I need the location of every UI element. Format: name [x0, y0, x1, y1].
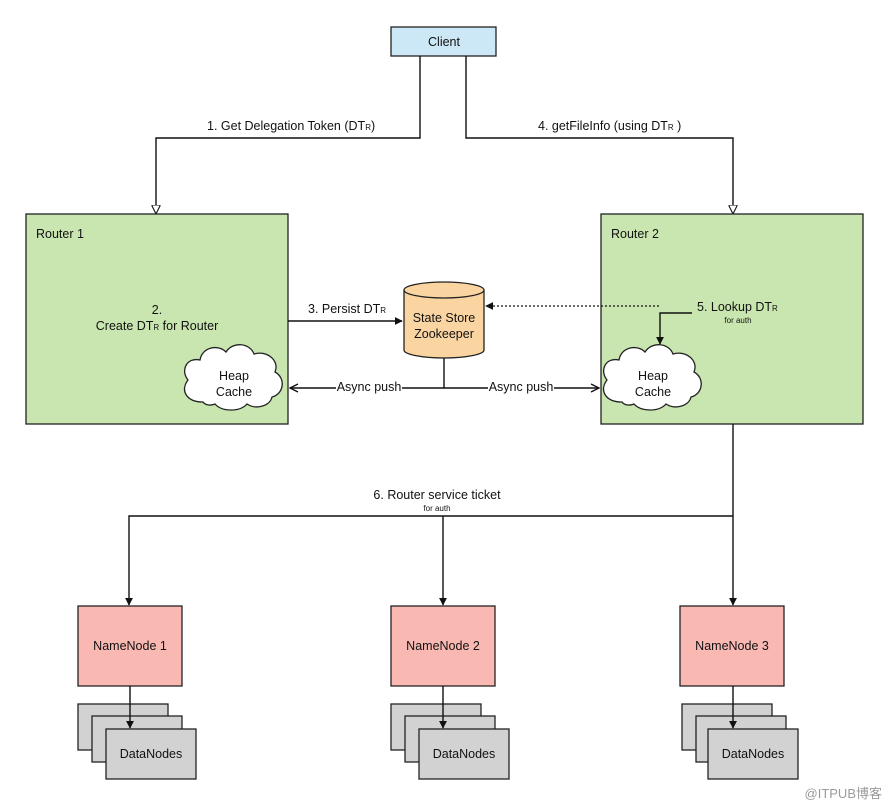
edge-get-file-info: 4. getFileInfo (using DTR )	[465, 56, 733, 213]
async-push-right-label-bg	[488, 379, 554, 394]
edge-ticket-note: for auth	[423, 504, 450, 513]
edge-persist-label: 3. Persist DTR	[308, 302, 386, 316]
namenode-group-2: NameNode 2 DataNodes	[390, 605, 510, 780]
datanode-3-card-front	[707, 728, 799, 780]
edge-get-token-label: 1. Get Delegation Token (DTR)	[207, 119, 375, 133]
router-2: Router 2 Heap Cache 5. Lookup DTR for au…	[600, 213, 864, 425]
router-1-title: Router 1	[36, 227, 84, 241]
watermark: @ITPUB博客	[805, 786, 882, 801]
namenode-group-3: NameNode 3 DataNodes	[679, 605, 799, 780]
namenode-2-box	[390, 605, 496, 687]
client-box	[390, 26, 497, 57]
datanode-2-label: DataNodes	[433, 747, 496, 761]
edge-get-file-line	[465, 56, 733, 213]
namenode-1-label: NameNode 1	[93, 639, 167, 653]
state-store: State Store Zookeeper	[403, 281, 485, 359]
namenode-group-1: NameNode 1 DataNodes	[77, 605, 197, 780]
edge-get-delegation-token: 1. Get Delegation Token (DTR)	[156, 56, 421, 213]
router-2-cache-cloud-icon	[602, 344, 702, 411]
namenode-2-label: NameNode 2	[406, 639, 480, 653]
edge-get-file-label: 4. getFileInfo (using DTR )	[538, 119, 681, 133]
router-2-cache-line2: Cache	[635, 385, 671, 399]
router-2-lookup-label: 5. Lookup DTR	[697, 300, 778, 314]
datanode-1-label: DataNodes	[120, 747, 183, 761]
router-1-cache-cloud-icon	[183, 344, 283, 411]
datanode-3-label: DataNodes	[722, 747, 785, 761]
async-push-left-label: Async push	[337, 380, 402, 394]
router-2-title: Router 2	[611, 227, 659, 241]
edge-ticket-label: 6. Router service ticket	[373, 488, 501, 502]
datanode-1-card-front	[105, 728, 197, 780]
client-label: Client	[428, 35, 460, 49]
edge-async-push: Async push Async push	[290, 358, 599, 394]
router-1: Router 1 2. Create DTR for Router Heap C…	[25, 213, 289, 425]
router-1-step-number: 2.	[152, 303, 162, 317]
async-push-right-label: Async push	[489, 380, 554, 394]
edge-persist: 3. Persist DTR	[288, 302, 403, 325]
edge-ticket-left-branch	[125, 515, 733, 606]
router-1-cache-line1: Heap	[219, 369, 249, 383]
namenode-3-box	[679, 605, 785, 687]
state-store-top	[403, 281, 485, 299]
router-1-cache-line2: Cache	[216, 385, 252, 399]
router-2-cache-line1: Heap	[638, 369, 668, 383]
router-2-lookup-note: for auth	[724, 316, 751, 325]
edge-service-ticket: 6. Router service ticket for auth	[125, 424, 737, 606]
namenode-3-label: NameNode 3	[695, 639, 769, 653]
client-node: Client	[390, 26, 497, 57]
edge-get-token-line	[156, 56, 421, 213]
edge-lookup-line	[656, 312, 692, 345]
edge-lookup	[485, 302, 692, 345]
state-store-line1: State Store	[413, 311, 476, 325]
router-1-create-label: Create DTR for Router	[96, 319, 219, 333]
state-store-line2: Zookeeper	[414, 327, 474, 341]
datanode-2-card-front	[418, 728, 510, 780]
async-push-left-label-bg	[336, 379, 402, 394]
